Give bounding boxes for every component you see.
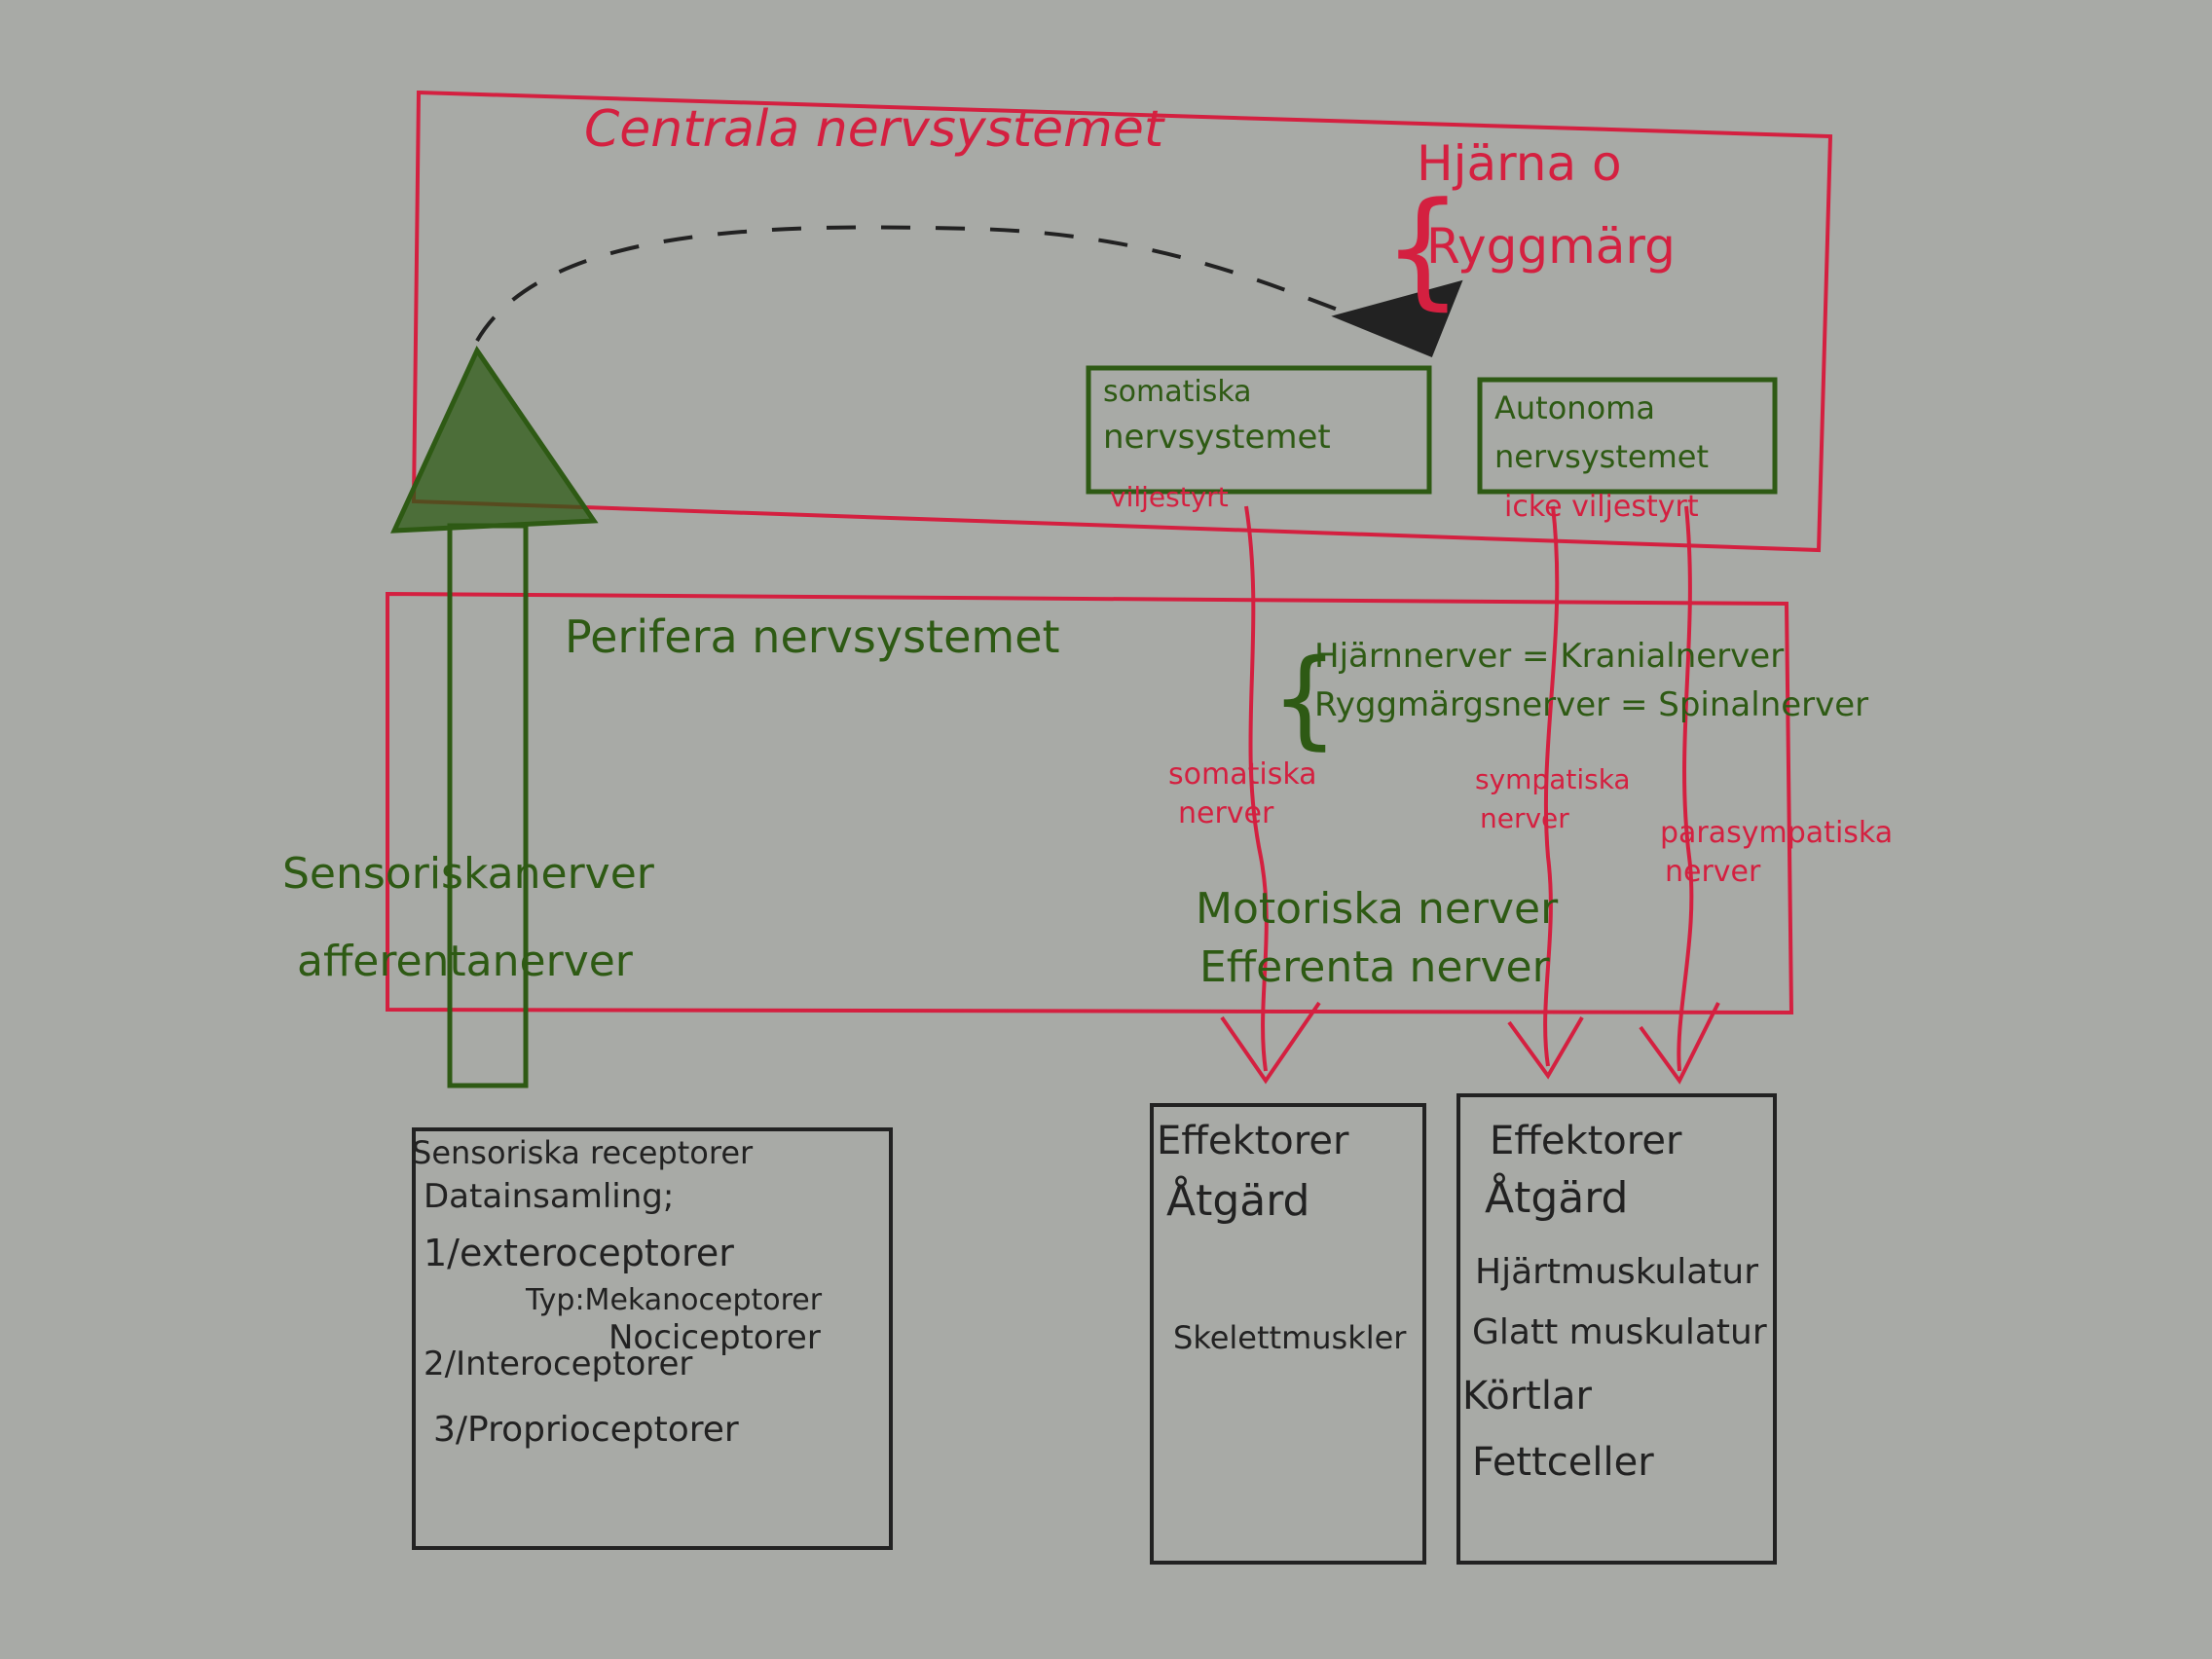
effectors-left-title: Effektorer	[1157, 1119, 1349, 1163]
autonomic-system-box	[1477, 377, 1778, 495]
motor-nerves-label-2: Efferenta nerver	[1199, 942, 1551, 992]
cns-part-brain: Hjärna o	[1417, 135, 1622, 192]
effectors-left-action: Åtgärd	[1166, 1174, 1310, 1226]
feedback-arc	[475, 225, 1383, 343]
receptors-line-2: Datainsamling;	[424, 1177, 674, 1216]
sympathetic-motor-line	[1507, 505, 1584, 1080]
somatic-note: viljestyrt	[1110, 481, 1229, 513]
receptors-line-5: Nociceptorer	[608, 1318, 821, 1357]
pns-title: Perifera nervsystemet	[565, 610, 1060, 663]
effectors-right-item-3: Körtlar	[1462, 1374, 1592, 1419]
effectors-right-title: Effektorer	[1490, 1119, 1682, 1163]
parasympathetic-nerves-label-2: nerver	[1665, 855, 1761, 889]
effectors-left-box	[1150, 1103, 1426, 1565]
sensory-nerves-label-1: Sensoriskanerver	[282, 849, 655, 899]
receptors-line-6: 2/Interoceptorer	[424, 1345, 692, 1383]
autonomic-note: icke viljestyrt	[1504, 490, 1699, 524]
effectors-left-item-1: Skelettmuskler	[1173, 1319, 1407, 1356]
receptors-line-1: Sensoriska receptorer	[412, 1134, 754, 1171]
receptors-box	[412, 1127, 893, 1550]
cns-title: Centrala nervsystemet	[584, 100, 1165, 159]
somatic-nerves-label-2: nerver	[1178, 796, 1274, 830]
effectors-right-item-1: Hjärtmuskulatur	[1475, 1252, 1758, 1292]
feedback-arrowhead	[1331, 279, 1463, 357]
receptors-line-7: 3/Proprioceptorer	[433, 1410, 739, 1450]
somatic-box-line-1: somatiska	[1103, 375, 1252, 409]
parasympathetic-motor-line	[1639, 505, 1720, 1085]
autonomic-box-line-1: Autonoma	[1494, 389, 1655, 426]
pns-nerves-brace: {	[1271, 636, 1339, 760]
somatic-box-line-2: nervsystemet	[1103, 418, 1331, 457]
effectors-right-action: Åtgärd	[1485, 1171, 1629, 1223]
effectors-right-box	[1456, 1093, 1777, 1565]
receptors-line-3: 1/exteroceptorer	[424, 1232, 734, 1274]
cns-part-spinal-cord: Ryggmärg	[1426, 218, 1676, 275]
cns-parts-brace: {	[1382, 174, 1463, 322]
effectors-right-item-4: Fettceller	[1472, 1440, 1654, 1485]
pns-box	[386, 591, 1794, 1015]
somatic-system-box	[1086, 365, 1432, 495]
sensory-arrow	[390, 345, 599, 1088]
motor-nerves-label-1: Motoriska nerver	[1196, 884, 1559, 934]
cranial-nerves: Hjärnnerver = Kranialnerver	[1314, 637, 1784, 676]
somatic-motor-line	[1220, 505, 1321, 1085]
sensory-nerves-label-2: afferentanerver	[297, 937, 634, 986]
effectors-right-item-2: Glatt muskulatur	[1472, 1312, 1767, 1352]
sympathetic-nerves-label-1: sympatiska	[1475, 763, 1631, 795]
sympathetic-nerves-label-2: nerver	[1480, 802, 1569, 834]
somatic-nerves-label-1: somatiska	[1168, 757, 1317, 792]
parasympathetic-nerves-label-1: parasympatiska	[1660, 816, 1893, 850]
autonomic-box-line-2: nervsystemet	[1494, 438, 1709, 475]
spinal-nerves: Ryggmärgsnerver = Spinalnerver	[1314, 685, 1868, 724]
cns-box	[411, 90, 1833, 553]
receptors-line-4: Typ:Mekanoceptorer	[525, 1283, 823, 1317]
